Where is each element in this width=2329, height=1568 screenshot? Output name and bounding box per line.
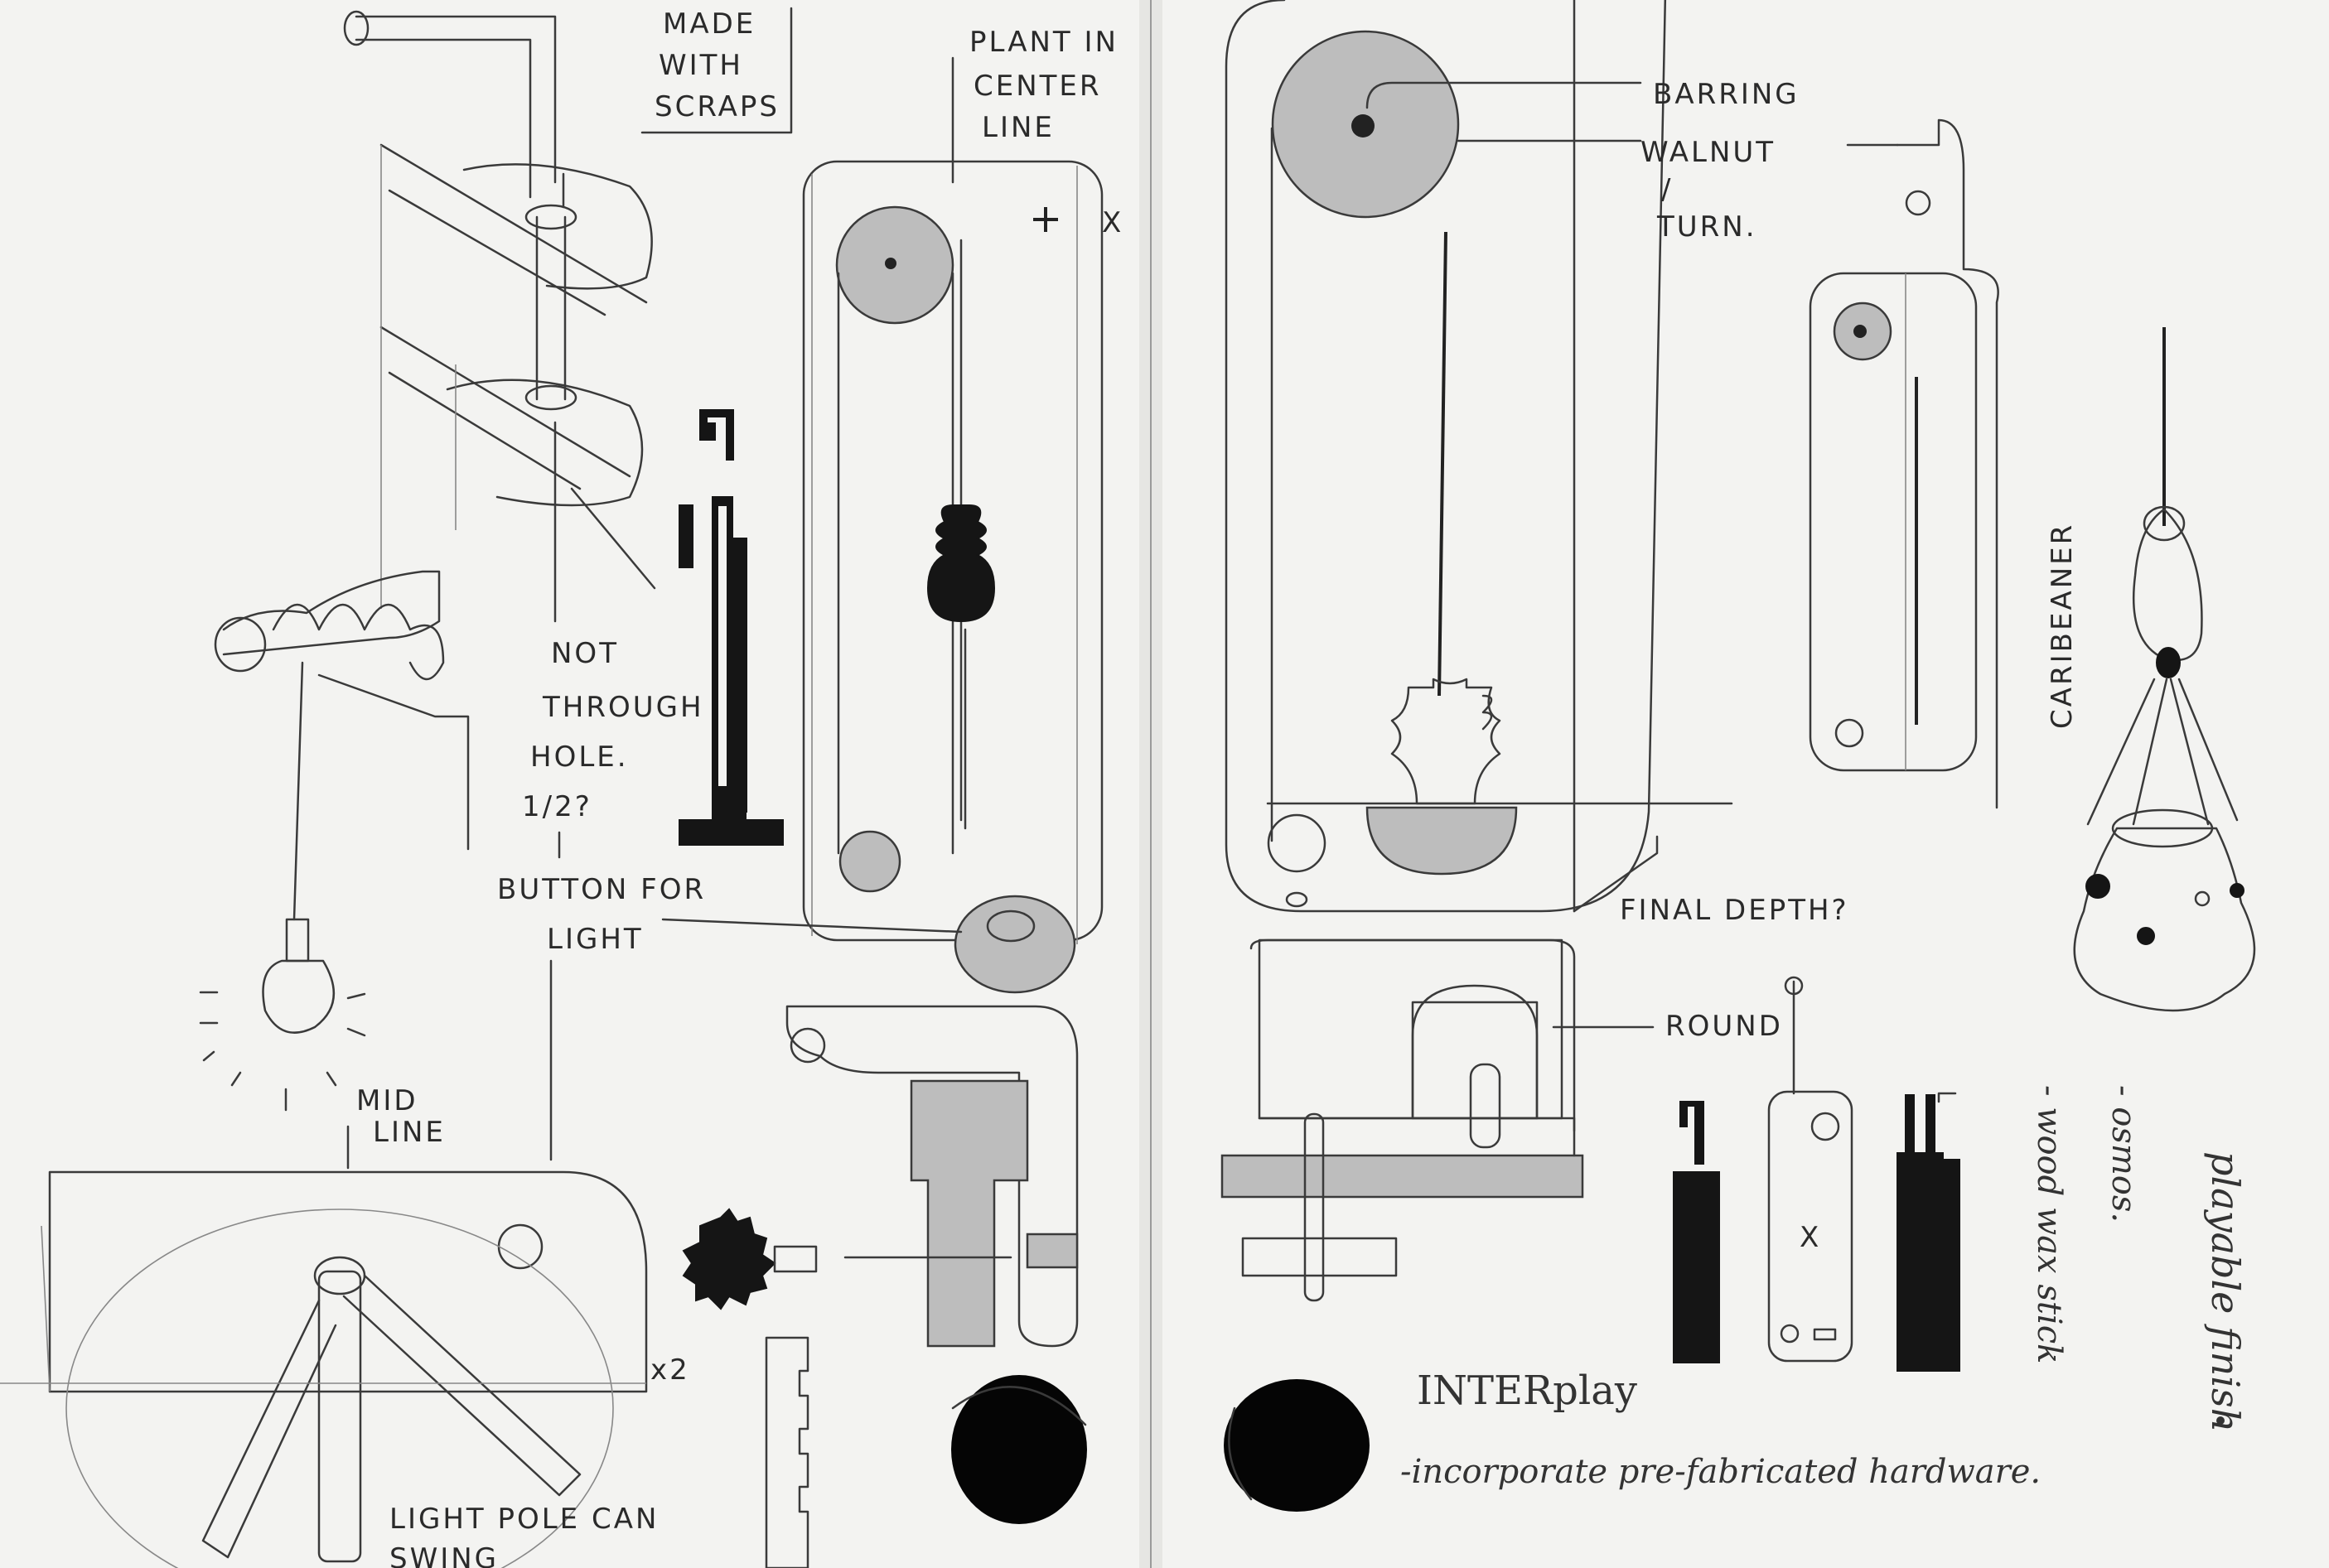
light-pole-label: LIGHT POLE CAN SWING <box>389 1503 659 1568</box>
l-bracket-sketch <box>785 1005 1079 1348</box>
interplay-text: INTERplay <box>1417 1368 1637 1414</box>
plant-line-1: PLANT IN <box>969 26 1119 59</box>
not-line-2: THROUGH <box>542 691 704 724</box>
side-slider-sketch <box>1809 118 1999 809</box>
plant-center-line-label: PLANT IN CENTER LINE <box>951 26 1119 184</box>
made-with-scraps-label: MADE WITH SCRAPS <box>640 7 793 134</box>
mid-line-label: MID LINE <box>346 1084 446 1170</box>
not-line-1: NOT <box>551 637 619 670</box>
not-line-4: 1/2? <box>522 790 592 823</box>
bottom-pulley <box>838 830 901 893</box>
plant-line-2: CENTER <box>974 70 1102 103</box>
back-panel-sketch <box>1225 0 1733 913</box>
isometric-crank-sketch <box>343 10 656 609</box>
final-depth-text: FINAL DEPTH? <box>1620 894 1849 927</box>
front-panel-sketch: X <box>802 160 1123 994</box>
times-two-label: x2 <box>650 1353 690 1387</box>
button-for-light-label: BUTTON FOR LIGHT <box>497 873 963 1161</box>
made-line-3: SCRAPS <box>655 90 780 123</box>
plant-line-3: LINE <box>982 111 1055 144</box>
caribeaner-label: CARIBEANER <box>2046 523 2079 729</box>
light-pole-line-1: LIGHT POLE CAN <box>389 1503 659 1536</box>
mid-line-2: LINE <box>373 1116 446 1149</box>
bottom-front-piece <box>0 1170 648 1568</box>
playable-finish-text: playable finish <box>2203 1151 2248 1432</box>
half-round-base <box>1365 806 1518 876</box>
wood-wax-text: - wood wax stick <box>2030 1085 2068 1363</box>
made-line-2: WITH <box>659 49 743 82</box>
osmos-text: - osmos. <box>2104 1085 2143 1223</box>
side-profile-ink <box>679 409 784 846</box>
walnut-line-3: TURN. <box>1656 210 1757 244</box>
gear-knob-icon <box>682 1208 1012 1310</box>
notes-block: INTERplay -incorporate pre-fabricated ha… <box>1400 1085 2248 1491</box>
base-bracket-sketch <box>1220 938 1584 1302</box>
x-mark: X <box>1102 206 1123 239</box>
light-bulb-icon <box>199 918 366 1112</box>
comb-strip <box>765 1336 809 1568</box>
not-through-hole-label: NOT THROUGH HOLE. 1/2? <box>522 421 704 859</box>
small-elevations: X <box>1673 976 1960 1372</box>
walnut-line-2: / <box>1661 173 1673 206</box>
prefab-hardware-text: -incorporate pre-fabricated hardware. <box>1400 1453 2041 1491</box>
barring-text: BARRING <box>1653 78 1800 111</box>
round-label: ROUND <box>1552 1010 1783 1043</box>
plant-icon <box>926 504 996 830</box>
carabiner-icon <box>2073 327 2256 1012</box>
binder-hole-left <box>951 1375 1087 1524</box>
button-line-1: BUTTON FOR <box>497 873 706 906</box>
lamp-sketch <box>199 570 470 1112</box>
walnut-line-1: WALNUT <box>1640 136 1776 169</box>
final-depth-label: FINAL DEPTH? <box>1573 835 1849 927</box>
binder-hole-right <box>1224 1379 1370 1512</box>
not-line-3: HOLE. <box>530 741 629 774</box>
walnut-turn-label: WALNUT / TURN. <box>1457 136 1776 244</box>
round-text: ROUND <box>1665 1010 1783 1043</box>
light-pole-line-2: SWING <box>389 1542 499 1568</box>
mid-line-1: MID <box>356 1084 418 1117</box>
made-line-1: MADE <box>663 7 756 41</box>
base-plank <box>1220 1154 1584 1199</box>
button-line-2: LIGHT <box>547 923 644 956</box>
button-knob <box>954 895 1076 994</box>
small-x-mark: X <box>1800 1221 1821 1254</box>
barring-label: BARRING <box>1365 78 1800 111</box>
